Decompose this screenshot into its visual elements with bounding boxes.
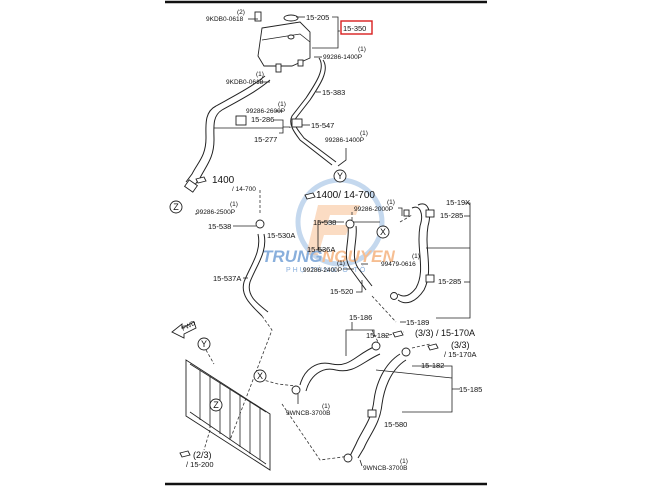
- label-hose-536a: 15-536A: [307, 245, 335, 254]
- label-bolt-99479-qty: (1): [412, 253, 420, 260]
- label-ref-15200: / 15-200: [186, 460, 214, 469]
- lower-hose-537a: [242, 233, 263, 317]
- label-pipe-538-right: 15-538: [313, 218, 336, 227]
- label-ref-170a-b: / 15-170A: [444, 350, 477, 359]
- label-clip-580: 15-580: [384, 420, 407, 429]
- watermark-subtitle: PHỤ TÙNG Ô TÔ: [286, 265, 367, 274]
- label-bolt-top-qty: (2): [237, 9, 245, 16]
- upper-radiator-hose: [193, 79, 271, 187]
- label-clamp-1400b: 99286-1400P: [325, 137, 364, 144]
- label-pipe-520: 15-520: [330, 287, 353, 296]
- label-clamp-2400: 99286-2400P: [303, 267, 342, 274]
- label-clamp-2600-qty: (1): [278, 101, 286, 108]
- svg-text:Y: Y: [201, 339, 207, 349]
- svg-text:X: X: [257, 371, 263, 381]
- label-clamp-2000: 99286-2000P: [354, 206, 393, 213]
- label-hose-537a: 15-537A: [213, 274, 241, 283]
- label-ref-14700-a: / 14-700: [232, 186, 256, 193]
- marker-x-radiator: X: [253, 369, 267, 383]
- svg-text:X: X: [380, 227, 386, 237]
- label-cap: 15-205: [306, 13, 329, 22]
- watermark-brand-b: NGUYEN: [322, 247, 395, 266]
- watermark: TRUNG NGUYEN PHỤ TÙNG Ô TÔ: [262, 177, 395, 274]
- label-ref-33-b: (3/3): [451, 340, 470, 350]
- label-clamp-2600: 99286-2600P: [246, 108, 285, 115]
- marker-x-mid: X: [376, 225, 390, 239]
- label-assy-530a: 15-530A: [267, 231, 295, 240]
- radiator: [185, 359, 271, 471]
- svg-text:Y: Y: [337, 171, 343, 181]
- label-bolt-99479: 99479-0616: [381, 261, 416, 268]
- label-bolt-lower: 9KDB0-0618: [226, 79, 264, 86]
- label-clip-285-a: 15-285: [440, 211, 463, 220]
- reference-arrow-icon: [179, 176, 439, 458]
- label-hose-186: 15-186: [349, 313, 372, 322]
- label-clamp-3700-a: 9WNCB-3700B: [286, 410, 330, 417]
- label-clamp-182-a: 15-182: [366, 331, 389, 340]
- marker-z-left: Z: [169, 200, 183, 214]
- label-ref-23: (2/3): [193, 450, 212, 460]
- label-ref-33-a: (3/3) / 15-170A: [415, 328, 475, 338]
- label-upper-hose: 15-277: [254, 135, 277, 144]
- label-clamp-1400: 99286-1400P: [323, 54, 362, 61]
- marker-z-radiator: Z: [209, 398, 223, 412]
- label-clamp-2000-qty: (1): [387, 199, 395, 206]
- hose-536a: [345, 225, 367, 291]
- label-clamp-3700-b: 9WNCB-3700B: [363, 465, 407, 472]
- label-clip-547: 15-547: [311, 121, 334, 130]
- hose-185: [349, 353, 401, 457]
- label-ref-1400-a: 1400: [212, 175, 235, 186]
- watermark-logo-f-shape: [306, 205, 360, 255]
- label-bolt-top: 9KDB0-0618: [206, 16, 244, 23]
- overflow-hose: [294, 59, 337, 163]
- label-clamp-182-b: 15-182: [421, 361, 444, 370]
- svg-text:Z: Z: [173, 202, 179, 212]
- label-clamp-2400-qty: (1): [337, 260, 345, 267]
- label-clamp-286: 15-286: [251, 115, 274, 124]
- label-pipe-538-left: 15-538: [208, 222, 231, 231]
- label-ref-1400-b: 1400/ 14-700: [316, 190, 375, 201]
- label-clamp-2500-qty: (1): [230, 201, 238, 208]
- label-clamp-3700-a-qty: (1): [322, 403, 330, 410]
- label-hose-185: 15-185: [459, 385, 482, 394]
- label-reservoir: 15-350: [343, 24, 366, 33]
- highlight-box: [340, 20, 373, 35]
- svg-text:Z: Z: [213, 400, 219, 410]
- label-bolt-lower-qty: (1): [256, 71, 264, 78]
- label-overflow-hose: 15-383: [322, 88, 345, 97]
- reservoir-cap: [283, 14, 299, 22]
- forward-direction-arrow: FWD: [171, 319, 197, 339]
- label-clip-285-b: 15-285: [438, 277, 461, 286]
- hose-186: [299, 345, 377, 386]
- label-clamp-2500: 99286-2500P: [196, 209, 235, 216]
- clamp-icon: [297, 59, 304, 67]
- label-clamp-1400b-qty: (1): [360, 130, 368, 137]
- label-clamp-3700-b-qty: (1): [400, 458, 408, 465]
- label-assy-19x: 15-19X: [446, 198, 470, 207]
- marker-y-radiator: Y: [197, 337, 211, 351]
- label-hose-189: 15-189: [406, 318, 429, 327]
- marker-y-top: Y: [333, 169, 347, 183]
- watermark-brand-a: TRUNG: [262, 247, 322, 266]
- label-clamp-1400-qty: (1): [358, 46, 366, 53]
- hose-19x: [397, 203, 431, 304]
